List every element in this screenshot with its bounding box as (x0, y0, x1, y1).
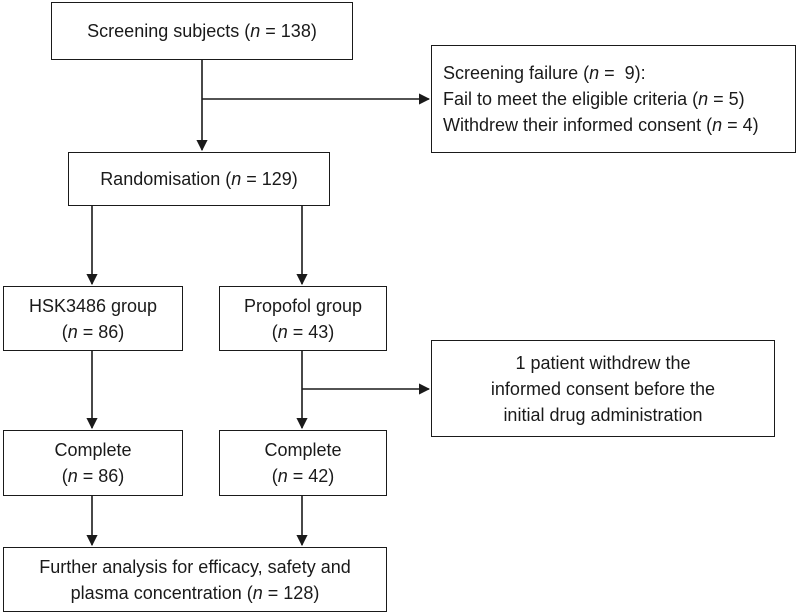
line-text: = 86) (77, 466, 125, 486)
line-text: Propofol group (243, 295, 363, 316)
box-text-line: (n = 86) (62, 463, 125, 489)
line-text: = 42) (287, 466, 335, 486)
line-text: Withdrew their informed consent ( (443, 115, 713, 135)
box-text-line: Propofol group (244, 293, 362, 319)
line-text: initial drug administration (503, 404, 703, 425)
box-text-line: plasma concentration (n = 128) (71, 580, 320, 606)
line-text: = 5) (708, 89, 745, 109)
line-text: Complete (54, 440, 132, 460)
n-symbol: n (712, 115, 723, 135)
box-text-line: (n = 86) (62, 319, 125, 345)
box-text-line: initial drug administration (503, 402, 702, 428)
line-text: HSK3486 group (28, 295, 158, 316)
line-text: Complete (264, 440, 342, 460)
complete-hsk-box: Complete (n = 86) (3, 430, 183, 496)
propofol-group-box: Propofol group (n = 43) (219, 286, 387, 351)
line-text: = 128) (262, 582, 320, 603)
line-text: ( (271, 466, 278, 486)
line-text: = 4) (722, 115, 759, 135)
box-text-line: informed consent before the (491, 376, 715, 402)
n-symbol: n (250, 21, 261, 41)
n-symbol: n (277, 321, 288, 342)
box-text-line: Complete (264, 437, 341, 463)
complete-propofol-box: Complete (n = 42) (219, 430, 387, 496)
line-text: Screening subjects ( (87, 21, 251, 41)
line-text: 1 patient withdrew the (515, 352, 691, 373)
box-text-line: 1 patient withdrew the (515, 350, 690, 376)
n-symbol: n (589, 63, 600, 83)
withdrew-consent-box: 1 patient withdrew the informed consent b… (431, 340, 775, 437)
box-text-line: Further analysis for efficacy, safety an… (39, 554, 350, 580)
n-symbol: n (252, 582, 263, 603)
line-text: = 86) (77, 321, 125, 342)
n-symbol: n (231, 169, 242, 189)
box-text-line: (n = 42) (272, 463, 335, 489)
box-text-line: Screening failure (n = 9): (443, 60, 646, 86)
line-text: = 129) (241, 169, 298, 189)
line-text: Further analysis for efficacy, safety an… (39, 556, 351, 577)
line-text: plasma concentration ( (70, 582, 253, 603)
line-text: Randomisation ( (100, 169, 232, 189)
hsk3486-group-box: HSK3486 group (n = 86) (3, 286, 183, 351)
line-text: = 43) (287, 321, 335, 342)
line-text: ( (271, 321, 278, 342)
n-symbol: n (67, 466, 78, 486)
n-symbol: n (67, 321, 78, 342)
further-analysis-box: Further analysis for efficacy, safety an… (3, 547, 387, 612)
screening-subjects-box: Screening subjects (n = 138) (51, 2, 353, 60)
line-text: = 9): (599, 63, 646, 83)
line-text: ( (61, 466, 68, 486)
line-text: Fail to meet the eligible criteria ( (443, 89, 699, 109)
line-text: = 138) (260, 21, 317, 41)
box-text-line: Randomisation (n = 129) (100, 166, 298, 192)
box-text-line: Complete (54, 437, 131, 463)
n-symbol: n (277, 466, 288, 486)
line-text: informed consent before the (490, 378, 716, 399)
line-text: ( (61, 321, 68, 342)
screening-failure-box: Screening failure (n = 9):Fail to meet t… (431, 45, 796, 153)
box-text-line: Fail to meet the eligible criteria (n = … (443, 86, 745, 112)
box-text-line: Screening subjects (n = 138) (87, 18, 317, 44)
n-symbol: n (698, 89, 709, 109)
box-text-line: Withdrew their informed consent (n = 4) (443, 112, 759, 138)
randomisation-box: Randomisation (n = 129) (68, 152, 330, 206)
box-text-line: (n = 43) (272, 319, 335, 345)
line-text: Screening failure ( (443, 63, 590, 83)
box-text-line: HSK3486 group (29, 293, 157, 319)
